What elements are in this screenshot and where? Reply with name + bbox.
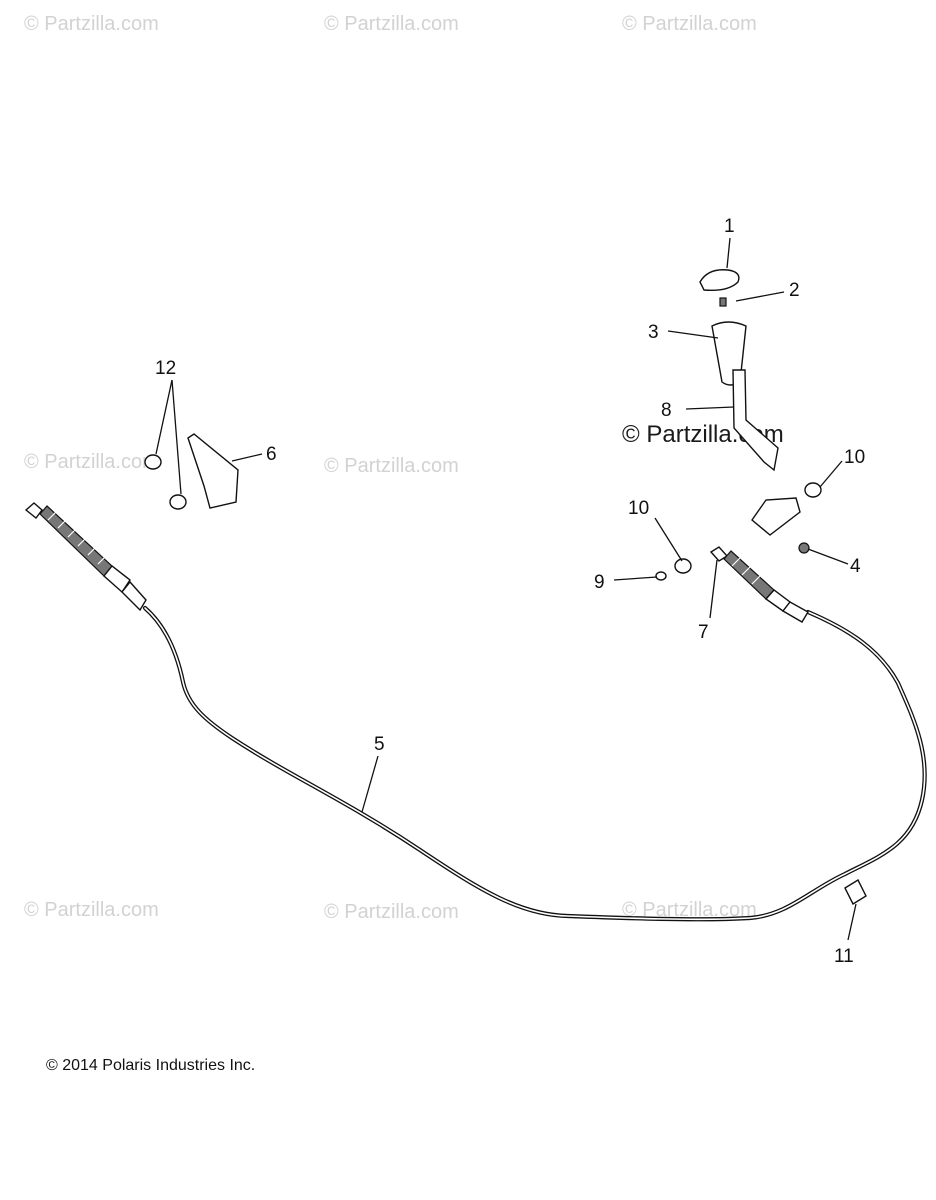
shift-lever (732, 369, 779, 472)
callout-9: 9 (594, 572, 605, 593)
callout-10-left: 10 (628, 498, 649, 519)
nut (674, 558, 692, 574)
nut (804, 482, 822, 498)
watermark: © Partzilla.com (24, 451, 159, 473)
copyright-notice: © 2014 Polaris Industries Inc. (46, 1057, 256, 1074)
callout-3: 3 (648, 322, 659, 343)
callout-11: 11 (834, 946, 854, 967)
leader-lines (155, 237, 857, 941)
cable-end (844, 879, 867, 905)
watermarks: © Partzilla.com © Partzilla.com © Partzi… (24, 13, 784, 923)
watermark: © Partzilla.com (324, 455, 459, 477)
watermark: © Partzilla.com (622, 13, 757, 35)
nut-small (798, 542, 810, 554)
watermark: © Partzilla.com (324, 901, 459, 923)
callout-8: 8 (661, 400, 672, 421)
watermark: © Partzilla.com (622, 899, 757, 921)
watermark: © Partzilla.com (24, 899, 159, 921)
knob-cap (699, 269, 740, 292)
bolt (169, 494, 187, 510)
callouts: 1 2 3 4 5 6 7 8 9 10 10 11 12 (155, 216, 865, 967)
callout-5: 5 (374, 734, 385, 755)
callout-2: 2 (789, 280, 800, 301)
clip (655, 571, 667, 581)
callout-10-right: 10 (844, 447, 865, 468)
callout-4: 4 (850, 556, 861, 577)
shift-cable (24, 502, 927, 922)
callout-7: 7 (698, 622, 709, 643)
cable-bracket (187, 433, 239, 509)
watermark: © Partzilla.com (24, 13, 159, 35)
screw (719, 297, 727, 307)
callout-12: 12 (155, 358, 176, 379)
callout-6: 6 (266, 444, 277, 465)
bolt (144, 454, 162, 470)
lever-bracket (751, 497, 801, 536)
watermark: © Partzilla.com (324, 13, 459, 35)
callout-1: 1 (724, 216, 735, 237)
